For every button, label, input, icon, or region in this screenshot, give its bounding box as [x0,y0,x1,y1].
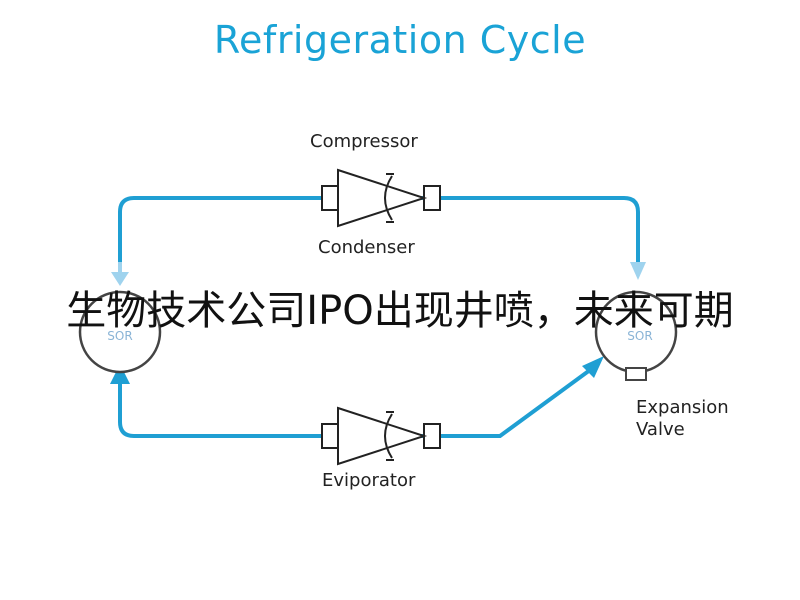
right-gauge-label: SOR [627,329,652,343]
left-gauge-label: SOR [107,329,132,343]
overlay-caption: 生物技术公司IPO出现井喷，未来可期 [66,288,734,334]
evaporator-label: Eviporator [322,470,416,491]
expansion-label-line1: Expansion [636,397,729,418]
evaporator-symbol [321,406,441,466]
right-down-arrow [630,262,646,280]
expansion-label-line2: Valve [636,419,685,440]
bottom-flow-line [118,368,592,438]
right-gauge: SOR [594,290,678,381]
compressor-label: Compressor [310,131,418,152]
left-up-arrow [110,364,130,384]
condenser-label: Condenser [318,237,415,258]
diagram-title: Refrigeration Cycle [213,18,587,62]
expansion-valve-symbol [625,367,647,381]
compressor-symbol [321,168,441,228]
expansion-valve-label: Expansion Valve [636,397,729,441]
right-diagonal-arrow [582,356,604,378]
left-gauge: SOR [78,290,162,374]
